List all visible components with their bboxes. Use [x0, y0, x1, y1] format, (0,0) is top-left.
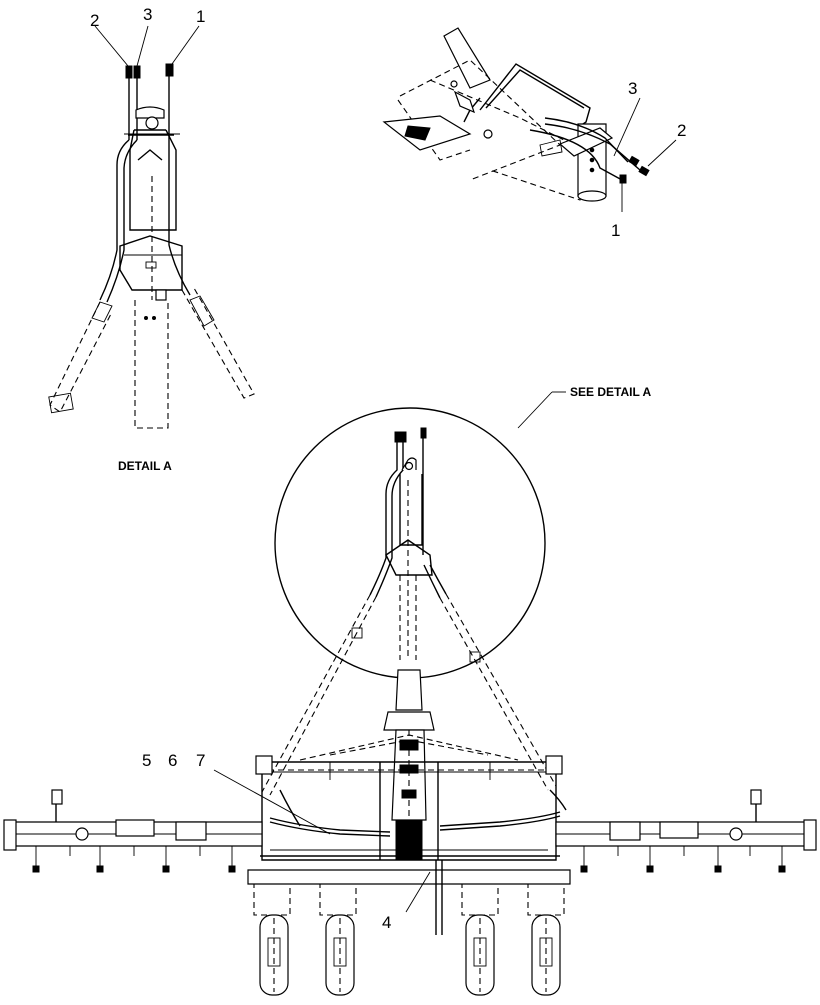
leader-line	[613, 97, 641, 157]
detail-circle	[261, 391, 566, 796]
hitch-tongue	[48, 106, 255, 429]
hose-fitting-1	[165, 63, 174, 120]
main-frame	[255, 755, 563, 861]
leader-line	[171, 25, 200, 65]
detail-a-callout-1: 1	[196, 7, 205, 26]
wheel	[253, 883, 291, 996]
main-callout-6: 6	[168, 751, 177, 770]
iso-callout-3: 3	[628, 79, 637, 98]
iso-callout-1: 1	[611, 221, 620, 240]
leader-line	[94, 25, 129, 67]
right-wing	[555, 789, 817, 873]
leader-line	[647, 139, 677, 167]
detail-a-callout-3: 3	[143, 5, 152, 24]
wheel	[527, 883, 565, 996]
detail-a-callout-2: 2	[90, 11, 99, 30]
detail-a-view	[48, 25, 255, 429]
main-callout-4: 4	[382, 913, 391, 932]
center-tongue	[383, 669, 435, 860]
leader-line	[405, 871, 431, 913]
main-machine-view	[3, 669, 817, 996]
iso-callout-2: 2	[677, 121, 686, 140]
iso-view	[382, 27, 677, 212]
iso-hitch-assembly	[382, 27, 650, 202]
wheel	[319, 883, 357, 996]
wheel	[461, 883, 499, 996]
main-callout-7: 7	[196, 751, 205, 770]
left-wing	[3, 789, 263, 873]
hose-fittings-2-3	[125, 65, 141, 140]
detail-a-title: DETAIL A	[118, 459, 172, 473]
leader-line	[213, 769, 331, 835]
main-callout-5: 5	[142, 751, 151, 770]
leader-line	[136, 25, 149, 67]
see-detail-label: SEE DETAIL A	[570, 385, 651, 399]
